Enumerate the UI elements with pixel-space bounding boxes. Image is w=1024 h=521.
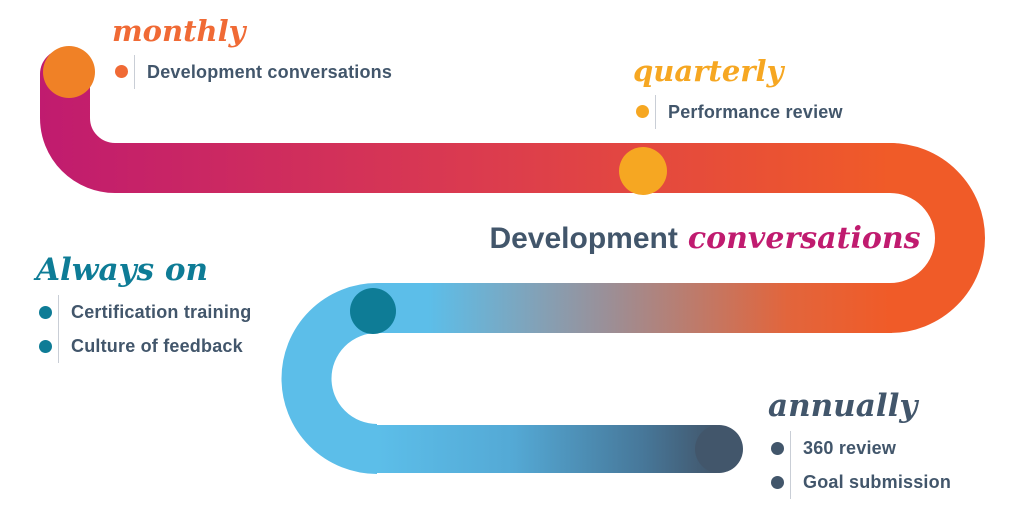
always-on-label: Always on <box>36 252 209 288</box>
monthly-section: monthly Development conversations <box>112 14 392 89</box>
always-on-item-label: Certification training <box>58 295 289 330</box>
quarterly-section: quarterly Performance review <box>633 54 843 129</box>
bullet-dot-icon <box>636 105 649 119</box>
annually-milestone-dot <box>695 425 743 473</box>
monthly-milestone-dot <box>43 46 95 98</box>
annually-item-label: 360 review <box>790 431 965 466</box>
bullet-dot-icon <box>115 65 128 79</box>
quarterly-milestone-dot <box>619 147 667 195</box>
quarterly-label: quarterly <box>633 54 784 88</box>
path-right-turn <box>888 143 985 333</box>
bullet-dot-icon <box>771 441 784 455</box>
annually-section: annually 360 review Goal submission <box>768 388 965 500</box>
path-top-segment <box>40 49 917 193</box>
always-on-item-label: Culture of feedback <box>58 329 289 364</box>
always-on-section: Always on Certification training Culture… <box>36 252 289 364</box>
page-title-accent: conversations <box>687 221 921 256</box>
page-title: Development conversations <box>489 221 920 256</box>
bullet-dot-icon <box>39 339 52 353</box>
always-on-milestone-dot <box>350 288 396 334</box>
bullet-dot-icon <box>39 305 52 319</box>
bullet-dot-icon <box>771 475 784 489</box>
annually-label: annually <box>768 388 918 424</box>
monthly-label: monthly <box>112 14 246 48</box>
page-title-regular: Development <box>489 222 678 255</box>
annually-item-label: Goal submission <box>790 465 965 500</box>
path-left-turn <box>281 283 379 474</box>
monthly-item-label: Development conversations <box>134 54 392 89</box>
quarterly-item-label: Performance review <box>655 94 843 129</box>
